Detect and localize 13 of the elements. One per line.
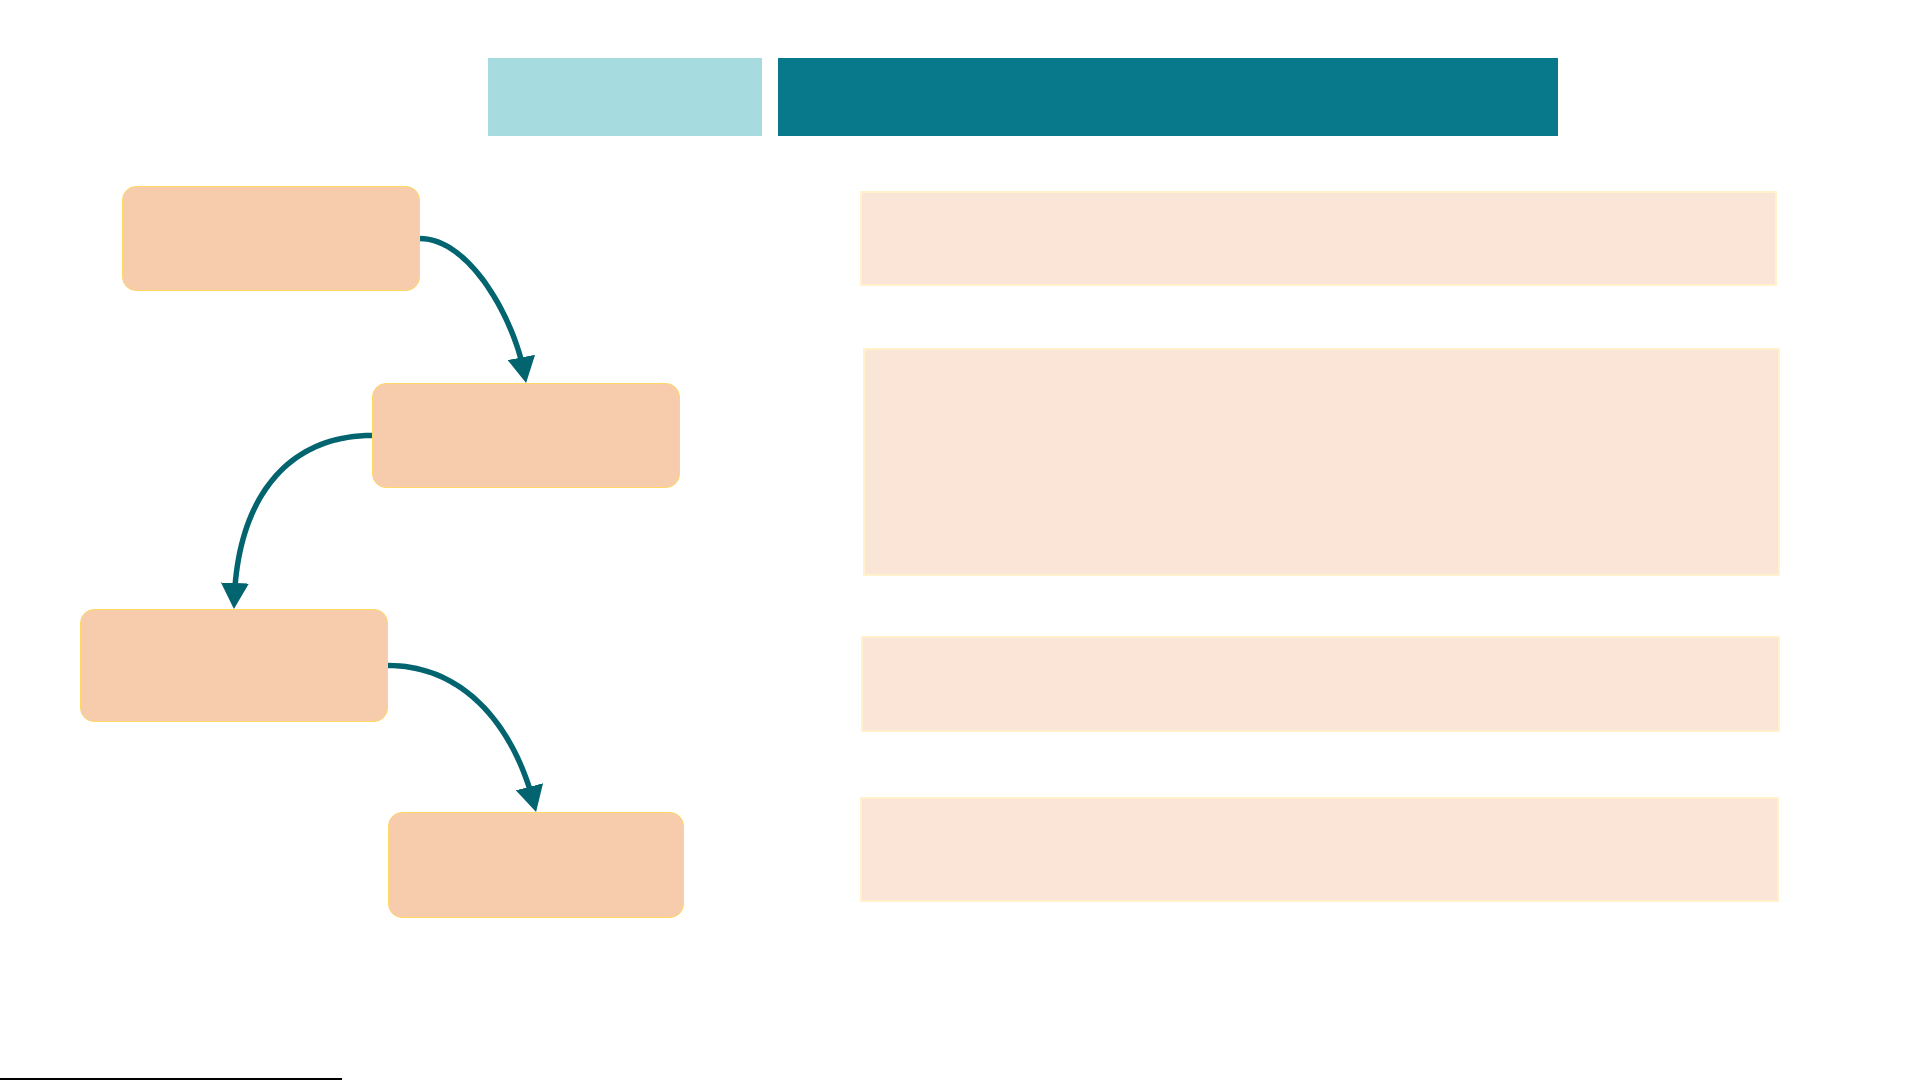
content-panel [861, 636, 1780, 732]
header-tab [488, 58, 762, 136]
arrow [419, 235, 536, 383]
header-bar [778, 58, 1558, 136]
process-box [80, 609, 388, 722]
process-box [372, 383, 680, 488]
content-panel [860, 797, 1779, 902]
process-box [388, 812, 684, 918]
content-panel [860, 191, 1777, 286]
arrow [387, 662, 544, 812]
content-panel [863, 348, 1780, 576]
process-box [122, 186, 420, 291]
arrow [220, 432, 373, 609]
